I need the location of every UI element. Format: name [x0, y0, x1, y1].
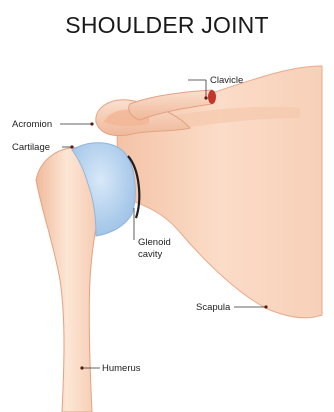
- label-acromion: Acromion: [12, 119, 52, 130]
- label-scapula: Scapula: [196, 302, 231, 313]
- label-clavicle: Clavicle: [210, 75, 243, 86]
- humerus-pointer: [80, 366, 83, 369]
- label-cartilage: Cartilage: [12, 142, 50, 153]
- label-glenoid-line1: Glenoid: [138, 237, 171, 248]
- cartilage-pointer: [70, 145, 73, 148]
- acromion-pointer: [90, 122, 93, 125]
- clavicle-cut-end: [208, 90, 216, 104]
- label-humerus: Humerus: [102, 363, 141, 374]
- scapula-pointer: [264, 305, 267, 308]
- clavicle-pointer: [204, 96, 207, 99]
- label-glenoid-line2: cavity: [138, 249, 163, 260]
